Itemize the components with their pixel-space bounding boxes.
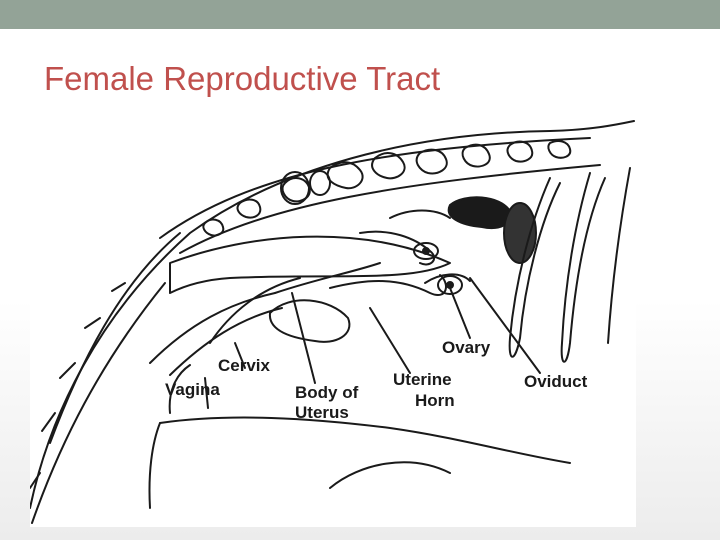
uterine-horn-lower [329,274,447,296]
label-body-of-uterus-1: Body of [295,383,359,402]
oviduct-lower [424,273,471,284]
top-bar [0,0,720,29]
bladder [268,299,351,343]
label-ovary: Ovary [442,338,491,357]
oviduct-upper [389,209,451,219]
leader-uterine-horn [369,307,411,374]
label-vagina: Vagina [165,380,220,399]
ventral-edge [168,364,191,414]
leader-ovary [449,287,471,339]
leader-body-of-uterus [291,292,316,384]
hind-leg [148,422,451,509]
label-uterine-horn-1: Uterine [393,370,452,389]
rib-2 [560,172,606,363]
leader-oviduct [469,277,541,374]
label-body-of-uterus-2: Uterus [295,403,349,422]
sacral-vertebra [280,170,331,205]
leader-cervix [234,342,246,369]
leader-vagina [204,377,209,409]
label-uterine-horn-2: Horn [415,391,455,410]
slide-title: Female Reproductive Tract [44,60,441,97]
rectum [169,235,451,294]
cervix-tube [209,277,301,344]
tail-hair [30,282,126,489]
reproductive-tract-diagram: Vagina Cervix Body of Uterus Uterine Hor… [30,113,636,527]
ovary-lower [437,275,463,295]
back-outline [30,120,635,509]
rib-1 [508,177,561,358]
rib-3 [607,167,631,344]
tail-lower [31,282,166,524]
diagram-svg: Vagina Cervix Body of Uterus Uterine Hor… [30,120,635,524]
ovary-upper [413,242,439,260]
label-cervix: Cervix [218,356,271,375]
vagina-tube-bottom [169,307,283,376]
kidney-lobe [503,202,537,264]
vagina-tube-top [149,292,276,364]
uterus-body [274,262,381,294]
kidney [447,196,512,229]
label-oviduct: Oviduct [524,372,588,391]
tail-upper [49,232,181,444]
belly-outline [159,416,571,464]
